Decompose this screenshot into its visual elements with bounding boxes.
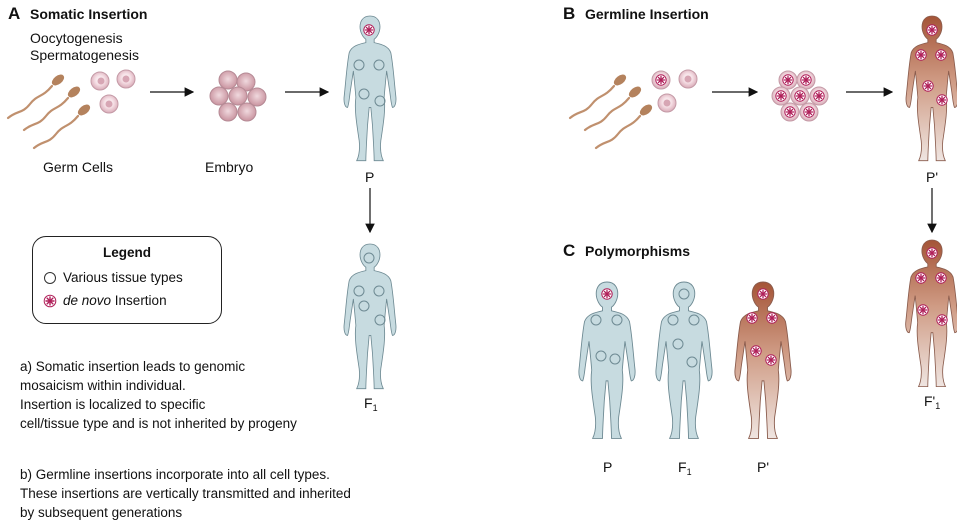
p-label-a: P — [365, 169, 375, 185]
pprime-label-c: P' — [757, 459, 770, 475]
panel-b-title: Germline Insertion — [585, 6, 709, 22]
legend-row-tissue: Various tissue types — [43, 270, 183, 285]
human-f1-c — [655, 281, 713, 439]
note-b-line-2: These insertions are vertically transmit… — [20, 486, 351, 501]
tissue-circle-icon — [44, 271, 56, 284]
p-label-c: P — [603, 459, 613, 475]
human-pprime-c — [734, 281, 792, 439]
human-p-c — [578, 281, 636, 439]
legend-box: Legend Various tissue types de novo Inse… — [32, 236, 222, 324]
note-a-line-2: mosaicism within individual. — [20, 378, 186, 393]
embryo-a — [209, 70, 267, 122]
human-p-a — [343, 15, 397, 162]
note-a-line-4: cell/tissue type and is not inherited by… — [20, 416, 297, 431]
process-line-oocytogenesis: Oocytogenesis — [30, 30, 123, 46]
human-pprime-b — [905, 15, 957, 162]
f1-label-c: F1 — [678, 459, 692, 477]
note-b-line-1: b) Germline insertions incorporate into … — [20, 467, 330, 482]
note-a-line-3: Insertion is localized to specific — [20, 397, 206, 412]
note-b-line-3: by subsequent generations — [20, 505, 183, 520]
process-line-spermatogenesis: Spermatogenesis — [30, 47, 139, 63]
human-f1prime-b — [905, 239, 957, 388]
legend-item-insertion: de novo Insertion — [63, 293, 167, 308]
egg-cells-b — [651, 69, 698, 113]
human-f1-a — [343, 243, 397, 390]
panel-a-title: Somatic Insertion — [30, 6, 148, 22]
egg-cells-a — [90, 69, 136, 114]
process-text: Oocytogenesis Spermatogenesis — [30, 30, 139, 64]
f1prime-label-b: F'1 — [924, 393, 941, 411]
panel-a-letter: A — [8, 4, 21, 23]
embryo-b — [771, 70, 829, 122]
pprime-label-b: P' — [926, 169, 939, 185]
legend-title: Legend — [102, 245, 151, 260]
sperm-group-a — [6, 71, 94, 150]
legend-item-tissue: Various tissue types — [63, 270, 183, 285]
legend-row-insertion: de novo Insertion — [43, 293, 167, 308]
panel-c-letter: C — [563, 241, 576, 260]
note-a-line-1: a) Somatic insertion leads to genomic — [20, 359, 246, 374]
f1-label-a: F1 — [364, 395, 378, 413]
panel-c-title: Polymorphisms — [585, 243, 691, 259]
note-a: a) Somatic insertion leads to genomic mo… — [20, 357, 297, 433]
embryo-label: Embryo — [205, 159, 254, 175]
insertion-star-icon — [43, 294, 57, 307]
panel-b-letter: B — [563, 4, 576, 23]
sperm-group-b — [568, 71, 656, 150]
germ-cells-label: Germ Cells — [43, 159, 114, 175]
note-b: b) Germline insertions incorporate into … — [20, 465, 351, 522]
